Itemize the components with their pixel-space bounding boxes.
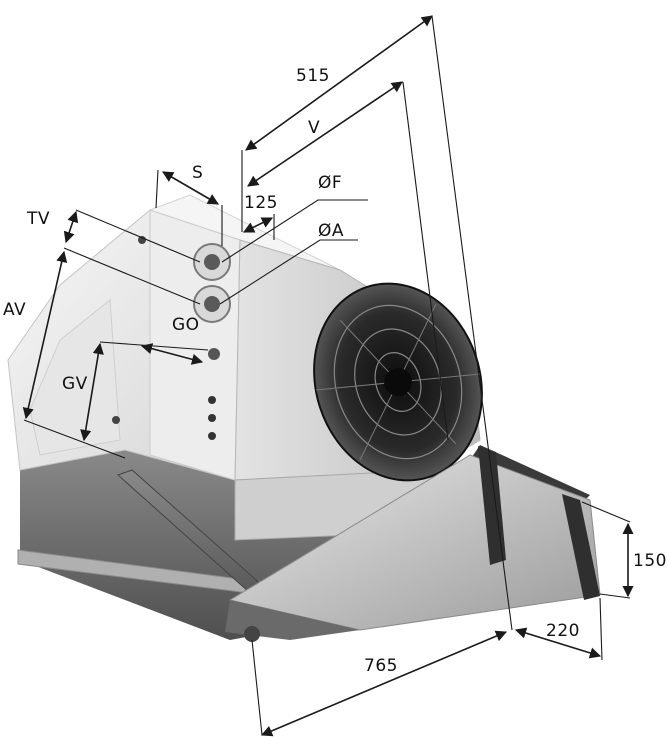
dim-line-TV: [63, 210, 79, 244]
label-765: 765: [364, 656, 398, 676]
fitting-outlet-core: [204, 254, 220, 270]
label-125: 125: [244, 193, 278, 213]
ext-TV-bottom: [63, 247, 201, 305]
ext-220-right: [599, 597, 603, 661]
label-S: S: [192, 163, 203, 183]
label-GO: GO: [172, 315, 200, 335]
label-515: 515: [296, 66, 330, 86]
dim-line-S: [162, 171, 219, 205]
dimension-labels: 515 V S ØF 125 ØA TV AV GO GV 150 220 76…: [3, 66, 667, 676]
dim-line-125: [242, 217, 274, 233]
fan-ring-1: [333, 304, 463, 460]
ext-S-left: [155, 169, 159, 209]
ext-GO-top: [99, 341, 209, 351]
dim-line-220: [514, 627, 602, 659]
air-diffuser: [225, 445, 601, 642]
label-220: 220: [546, 621, 580, 641]
dim-line-V: [247, 81, 403, 187]
diffuser-body: [228, 454, 601, 631]
fitting-inlet-core: [204, 296, 220, 312]
label-F: ØF: [318, 173, 342, 193]
dim-line-765: [260, 630, 508, 737]
dim-line-GV: [80, 342, 104, 442]
fan-hub: [384, 368, 412, 396]
dimension-lines: [22, 15, 634, 737]
ext-765-left: [251, 639, 263, 736]
dim-line-GO: [140, 343, 204, 365]
ext-TV-top: [75, 209, 201, 263]
diffuser-foot: [244, 626, 260, 642]
ext-150-bottom: [599, 593, 631, 599]
diffuser-end-frame: [562, 494, 600, 600]
fan-ring-3: [374, 352, 422, 412]
label-TV: TV: [26, 209, 50, 229]
label-A: ØA: [318, 221, 344, 241]
leader-A: [219, 239, 358, 305]
label-150: 150: [633, 551, 667, 571]
ext-V-right: [402, 81, 449, 441]
plug-3: [208, 432, 216, 440]
plug-1: [208, 396, 216, 404]
ext-515-right: [431, 15, 513, 631]
label-V: V: [308, 118, 320, 138]
diffuser-side-frame: [478, 446, 506, 565]
ext-AV-bottom: [23, 419, 126, 459]
bolt-left: [112, 416, 120, 424]
fan-ring-2: [354, 328, 442, 436]
dim-line-AV: [22, 250, 68, 420]
dim-line-515: [245, 15, 433, 151]
ext-150-top: [581, 501, 631, 523]
label-AV: AV: [3, 300, 26, 320]
plug-2: [208, 414, 216, 422]
leader-F: [221, 199, 368, 263]
drain-fitting: [208, 348, 220, 360]
label-GV: GV: [62, 374, 88, 394]
